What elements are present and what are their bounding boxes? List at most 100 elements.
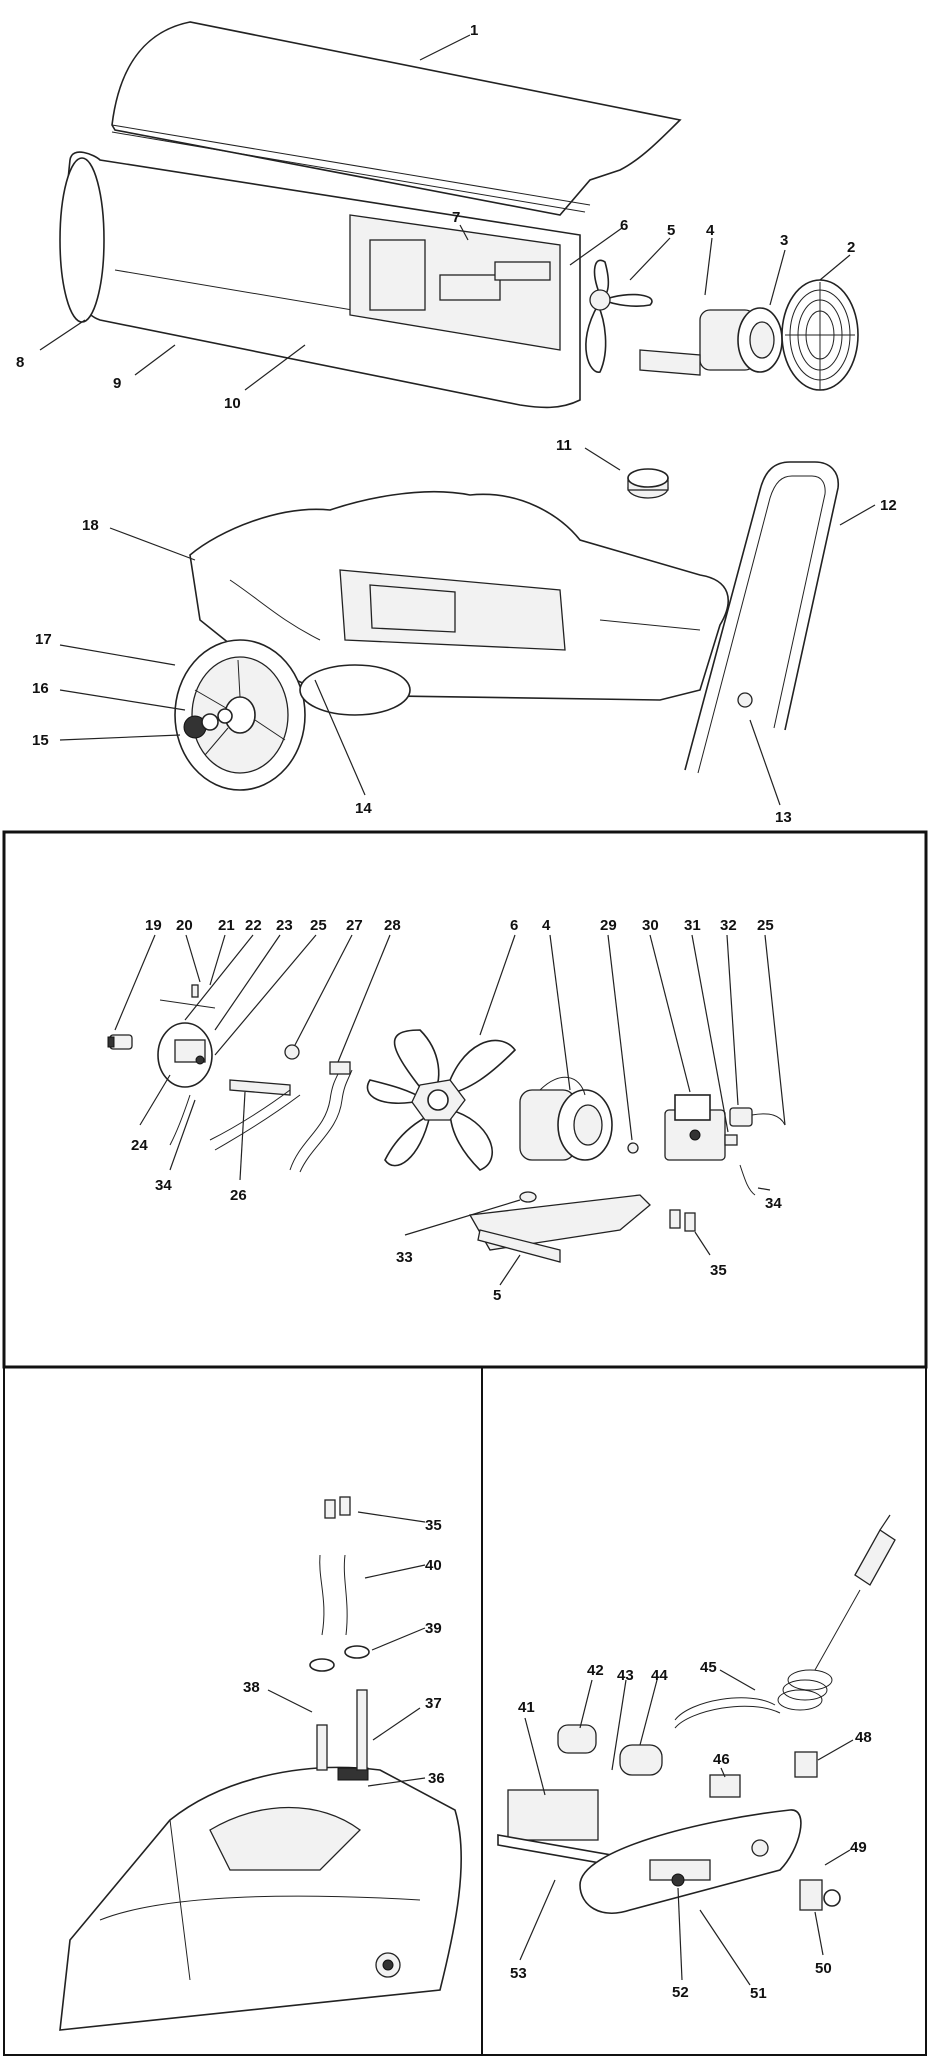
controller-41 [497, 1789, 641, 1871]
callout-50: 50 [815, 1960, 832, 1977]
callout-43: 43 [617, 1667, 634, 1684]
callout-19: 19 [145, 917, 162, 934]
callout-16: 16 [32, 680, 49, 697]
top-leader-lines [39, 34, 876, 806]
callout-18: 18 [82, 517, 99, 534]
callout-35-a: 35 [710, 1262, 727, 1279]
callout-13: 13 [775, 809, 792, 826]
screws-35 [669, 1209, 696, 1232]
fittings-29-31-32 [627, 1107, 786, 1196]
fuel-tank [189, 490, 729, 701]
fan-6 [366, 1029, 517, 1171]
callout-29: 29 [600, 917, 617, 934]
callout-3: 3 [780, 232, 788, 249]
callout-31: 31 [684, 917, 701, 934]
callout-52: 52 [672, 1984, 689, 2001]
fan-guard [781, 279, 859, 391]
axle-parts [183, 708, 233, 739]
callout-30: 30 [642, 917, 659, 934]
callout-51: 51 [750, 1985, 767, 2002]
callout-40: 40 [425, 1557, 442, 1574]
callout-41: 41 [518, 1699, 535, 1716]
callout-21: 21 [218, 917, 235, 934]
callout-48: 48 [855, 1729, 872, 1746]
callout-22: 22 [245, 917, 262, 934]
callout-20: 20 [176, 917, 193, 934]
capacitor-44 [619, 1744, 663, 1776]
callout-1: 1 [470, 22, 478, 39]
switch-46 [709, 1774, 741, 1798]
spring-33 [519, 1191, 537, 1203]
tubes-37-38 [309, 1645, 370, 1771]
electrode-26 [209, 1079, 301, 1151]
callout-32: 32 [720, 917, 737, 934]
callout-5: 5 [667, 222, 675, 239]
power-cord-45 [674, 1514, 896, 1729]
burner-plate-23 [157, 984, 216, 1088]
callout-42: 42 [587, 1662, 604, 1679]
wire-34-left [169, 1094, 191, 1146]
fan-blade [585, 259, 653, 373]
top-cover-shell [111, 21, 682, 216]
screws-35b [324, 1496, 351, 1519]
callout-6: 6 [620, 217, 628, 234]
bottom-left-leader-lines [267, 1511, 426, 1787]
lower-body-shell [59, 151, 581, 409]
callout-38: 38 [243, 1679, 260, 1696]
callout-26: 26 [230, 1187, 247, 1204]
callout-33: 33 [396, 1249, 413, 1266]
bottom-right-panel-frame [481, 1366, 927, 2056]
callout-46: 46 [713, 1751, 730, 1768]
callout-17: 17 [35, 631, 52, 648]
capacitor-42 [557, 1724, 597, 1754]
bottom-right-leader-lines [519, 1669, 854, 1986]
callout-10: 10 [224, 395, 241, 412]
motor-4 [519, 1076, 613, 1161]
hose-28 [289, 1061, 353, 1173]
callout-12: 12 [880, 497, 897, 514]
handle [684, 461, 840, 774]
callout-49: 49 [850, 1839, 867, 1856]
tank-bottom [59, 1766, 463, 2031]
wheel [174, 639, 411, 791]
callout-28: 28 [384, 917, 401, 934]
callout-27: 27 [346, 917, 363, 934]
callout-9: 9 [113, 375, 121, 392]
photocell-27 [284, 1044, 300, 1060]
callout-5-b: 5 [493, 1287, 501, 1304]
control-panel-51 [579, 1809, 802, 1914]
callout-35-b: 35 [425, 1517, 442, 1534]
callout-24: 24 [131, 1137, 148, 1154]
motor-top [639, 307, 783, 376]
callout-39: 39 [425, 1620, 442, 1637]
callout-7: 7 [452, 209, 460, 226]
callout-14: 14 [355, 800, 372, 817]
callout-23: 23 [276, 917, 293, 934]
callout-11: 11 [556, 437, 572, 454]
callout-4: 4 [706, 222, 715, 239]
switch-48 [794, 1751, 818, 1778]
callout-6-b: 6 [510, 917, 518, 934]
thermostat-50 [799, 1879, 841, 1911]
nozzle-19 [107, 1034, 133, 1050]
callout-34-b: 34 [765, 1195, 782, 1212]
fuel-cap [627, 468, 669, 499]
callout-25-a: 25 [310, 917, 327, 934]
callout-34-a: 34 [155, 1177, 172, 1194]
callout-37: 37 [425, 1695, 442, 1712]
callout-36: 36 [428, 1770, 445, 1787]
callout-8: 8 [16, 354, 24, 371]
callout-53: 53 [510, 1965, 527, 1982]
callout-25-b: 25 [757, 917, 774, 934]
callout-45: 45 [700, 1659, 717, 1676]
pump-30 [664, 1094, 726, 1161]
bracket-5 [468, 1194, 651, 1263]
callout-2: 2 [847, 239, 855, 256]
hose-40 [319, 1554, 348, 1636]
callout-4-b: 4 [542, 917, 551, 934]
middle-leader-lines [114, 934, 786, 1286]
callout-44: 44 [651, 1667, 668, 1684]
callout-15: 15 [32, 732, 49, 749]
